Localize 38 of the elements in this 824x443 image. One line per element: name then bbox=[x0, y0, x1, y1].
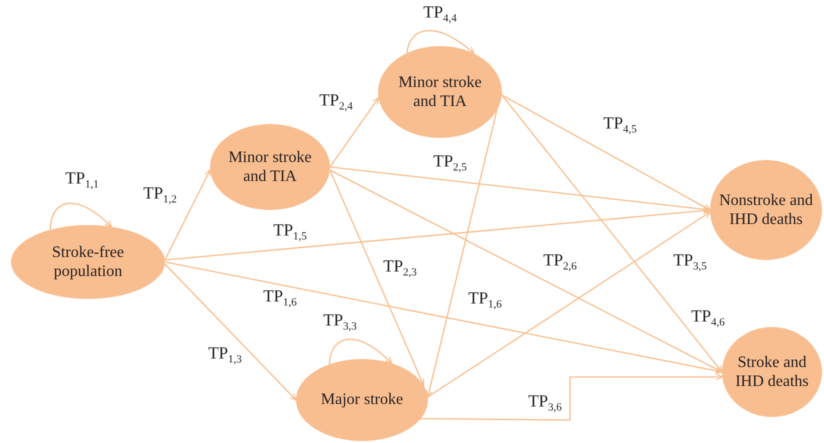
arrow bbox=[427, 211, 712, 398]
edge-label: TP$_{1,5}$ bbox=[273, 222, 307, 242]
edge-label: TP$_{2,3}$ bbox=[383, 258, 417, 278]
state-label: Stroke and IHD deaths bbox=[734, 352, 810, 392]
arrow bbox=[330, 166, 712, 213]
edge-label: TP$_{1,6}$ bbox=[468, 290, 502, 310]
self-loop-arrow bbox=[50, 202, 112, 230]
arrow bbox=[501, 94, 723, 374]
arrow bbox=[164, 207, 712, 261]
edge-label: TP$_{4,4}$ bbox=[423, 4, 457, 24]
arrow bbox=[164, 261, 724, 374]
state-label: Major stroke bbox=[320, 390, 404, 410]
edge-label: TP$_{1,2}$ bbox=[143, 184, 177, 206]
arrow bbox=[164, 168, 211, 260]
state-label: Minor stroke and TIA bbox=[397, 72, 483, 112]
edge-label: TP$_{1,1}$ bbox=[65, 170, 99, 190]
edge-label: TP$_{4,5}$ bbox=[603, 114, 637, 136]
edge-label: TP$_{3,5}$ bbox=[673, 252, 707, 272]
self-loop-arrow bbox=[328, 338, 393, 364]
state-label: Stroke-free population bbox=[51, 242, 125, 282]
arrow bbox=[164, 264, 297, 402]
edge-label: TP$_{4,6}$ bbox=[691, 308, 725, 328]
arrow bbox=[420, 374, 724, 421]
arrow bbox=[329, 96, 380, 168]
edge-label: TP$_{2,6}$ bbox=[543, 252, 577, 272]
state-label: Nonstroke and IHD deaths bbox=[718, 190, 814, 230]
state-label: Minor stroke and TIA bbox=[227, 148, 313, 186]
arrow bbox=[330, 169, 724, 373]
arrow bbox=[502, 94, 712, 211]
edge-label: TP$_{1,6}$ bbox=[263, 288, 297, 308]
edge-label: TP$_{2,5}$ bbox=[433, 152, 467, 174]
edge-label: TP$_{2,4}$ bbox=[319, 92, 353, 112]
self-loop-arrow bbox=[406, 30, 475, 54]
edge-label: TP$_{1,3}$ bbox=[208, 344, 242, 366]
arrow bbox=[426, 110, 498, 398]
edge-label: TP$_{3,3}$ bbox=[323, 312, 357, 332]
arrow bbox=[329, 170, 424, 386]
edge-label: TP$_{3,6}$ bbox=[528, 392, 562, 414]
